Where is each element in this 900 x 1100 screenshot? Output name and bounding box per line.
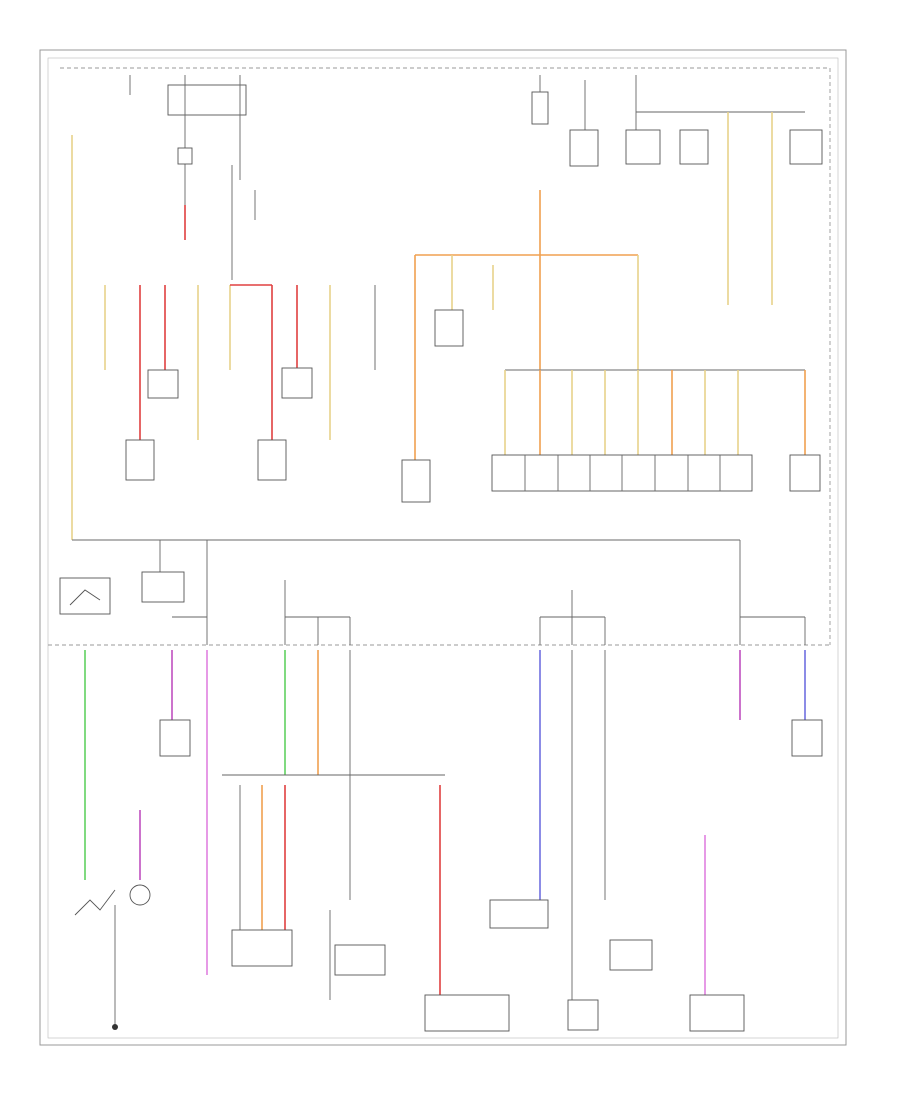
top-left-cluster: [129, 75, 256, 280]
ground-point: [112, 1024, 118, 1030]
main-feed: [59, 135, 740, 615]
frame-inner: [47, 57, 839, 1039]
module-8: [159, 719, 191, 757]
module-12: [489, 899, 549, 929]
tr-module-c: [679, 129, 709, 165]
frame: [39, 49, 847, 1046]
module-5: [401, 459, 431, 503]
module-15: [791, 719, 823, 757]
module-11: [334, 944, 386, 976]
top-right-cluster: [531, 75, 823, 305]
module-9: [231, 929, 293, 967]
module-14: [609, 939, 653, 971]
right-center-fanout: [415, 190, 821, 492]
module-13: [567, 999, 599, 1031]
relay-box-left: [59, 577, 111, 615]
module-3: [125, 439, 155, 481]
module-4: [257, 439, 287, 481]
bottom-section: [74, 650, 823, 1032]
module-6: [434, 309, 464, 347]
module-16: [689, 994, 745, 1032]
fuse-small-1: [177, 147, 193, 165]
module-2: [281, 367, 313, 399]
lf-relay: [141, 571, 185, 603]
switch-symbol: [74, 889, 116, 916]
top-right-fuse: [531, 91, 549, 125]
tr-module-b: [625, 129, 661, 165]
tr-module-a: [569, 129, 599, 167]
tr-module-d: [789, 129, 823, 165]
module-1: [147, 369, 179, 399]
fuse-block-top: [167, 84, 247, 116]
module-10: [424, 994, 510, 1032]
left-center-modules: [104, 255, 431, 503]
lower-fuse-box: [141, 540, 806, 645]
relay-switch: [69, 589, 101, 606]
module-7: [789, 454, 821, 492]
lamp-symbol: [129, 884, 151, 906]
